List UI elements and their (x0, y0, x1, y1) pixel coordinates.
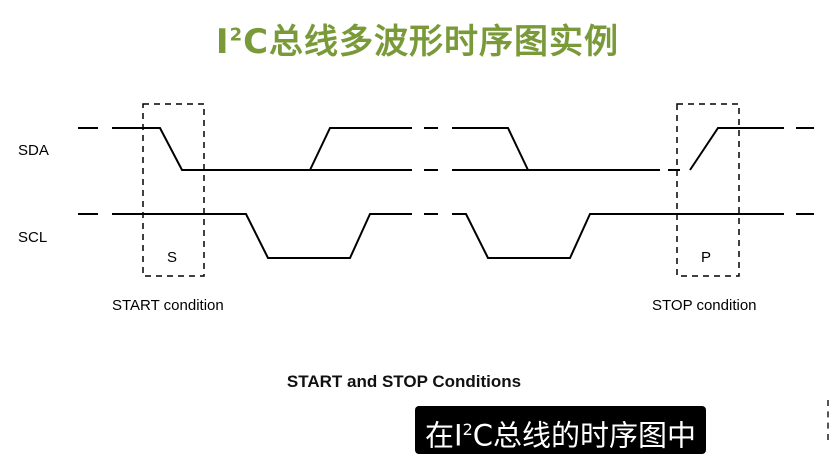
start-condition-label: START condition (112, 297, 224, 314)
title-rest: C总线多波形时序图实例 (243, 22, 620, 62)
scl-pulse-1 (112, 213, 412, 259)
stop-marker-letter: P (701, 249, 711, 266)
subtitle-rest: C总线的时序图中 (472, 418, 696, 453)
sda-rise (309, 127, 412, 171)
diagram-caption: START and STOP Conditions (286, 372, 522, 391)
subtitle-superscript: 2 (462, 420, 473, 439)
stop-condition-label: STOP condition (652, 297, 757, 314)
sda-start-fall (112, 127, 310, 171)
sda-stop-rise (689, 127, 784, 171)
signal-label-sda: SDA (18, 142, 49, 159)
video-subtitle: 在I2C总线的时序图中 (415, 406, 706, 454)
page-title: I2C总线多波形时序图实例 (0, 14, 835, 63)
stop-marker-box (676, 103, 740, 277)
title-prefix: I (215, 22, 230, 62)
start-marker-letter: S (167, 249, 177, 266)
start-marker-box (142, 103, 205, 277)
scroll-indicator[interactable] (827, 400, 835, 440)
subtitle-prefix: 在I (425, 418, 463, 453)
signal-label-scl: SCL (18, 229, 47, 246)
title-superscript: 2 (229, 24, 244, 46)
sda-fall (452, 127, 529, 171)
scl-pulse-2 (452, 213, 784, 259)
